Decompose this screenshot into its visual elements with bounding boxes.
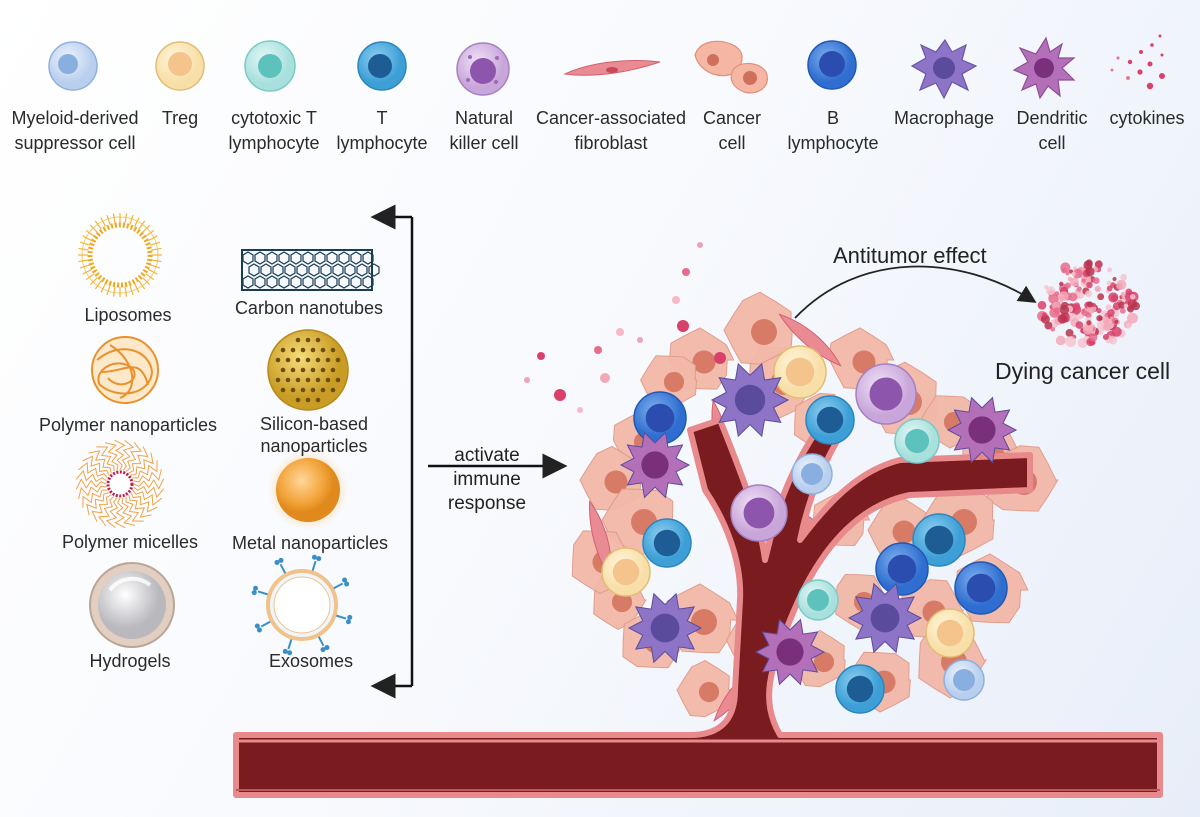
macrophage-nucleus [870, 603, 900, 633]
dying-cancer-cell-label: Dying cancer cell [995, 358, 1171, 384]
legend-label-treg: Treg [161, 108, 199, 128]
treg-nucleus [936, 619, 964, 647]
legend-label-nk: Natural killer cell [449, 108, 519, 153]
mdsc-nucleus [953, 669, 975, 691]
antitumor-arrow [794, 265, 1037, 319]
np-label-polymer-nanoparticles: Polymer nanoparticles [38, 415, 218, 435]
np-label-liposomes: Liposomes [84, 305, 172, 325]
polymer-nanoparticle-icon [91, 336, 159, 404]
legend-label-bcell: B lymphocyte [787, 108, 879, 153]
tumor-immune-cells [601, 345, 1018, 714]
np-label-hydrogels: Hydrogels [89, 651, 171, 671]
t-cell-nucleus [924, 525, 954, 555]
macrophage-nucleus [734, 384, 766, 416]
nanomaterial-bracket [370, 204, 414, 699]
t-cell-nucleus [816, 406, 844, 434]
released-cytokines [524, 242, 726, 413]
macrophage-nucleus [650, 613, 680, 643]
metal-nanoparticle-icon [268, 450, 348, 530]
dying-cancer-cell-icon [1037, 259, 1140, 348]
tcell-icon [357, 41, 407, 91]
cancer-cell-nucleus [698, 681, 720, 703]
legend-label-tcell: T lymphocyte [336, 108, 428, 153]
ctl-nucleus [807, 589, 829, 611]
b-cell-nucleus [887, 554, 917, 584]
fibroblast [778, 313, 842, 367]
cancer-cell-nucleus [813, 651, 835, 673]
legend-label-cytokines: cytokines [1109, 108, 1185, 128]
cancer-cell-nucleus [751, 319, 777, 345]
activate-immune-response-label: activate immune response [447, 445, 527, 514]
np-label-silicon-nanoparticles: Silicon-based nanoparticles [259, 414, 369, 456]
np-label-carbon-nanotubes: Carbon nanotubes [234, 298, 384, 318]
cytokines-icon [1110, 34, 1165, 90]
b-cell-nucleus [645, 403, 675, 433]
cancer-cell-nucleus [692, 350, 716, 374]
cancer-cell-nucleus [604, 470, 628, 494]
legend-label-mdsc: Myeloid-derived suppressor cell [11, 108, 139, 153]
polymer-micelle-icon [75, 439, 165, 529]
cancer-icon [694, 40, 768, 94]
cancer-cell-nucleus [892, 520, 916, 544]
t-cell-nucleus [653, 529, 681, 557]
cancer-cell-nucleus [611, 591, 633, 613]
macrophage-icon [910, 38, 978, 100]
dendritic-cell-nucleus [968, 416, 996, 444]
caf-icon [563, 60, 661, 76]
np-label-exosomes: Exosomes [268, 651, 354, 671]
ctl-nucleus [904, 428, 930, 454]
nk-cell-nucleus [869, 377, 903, 411]
treg-nucleus [612, 558, 640, 586]
silicon-nanoparticle-icon [267, 329, 349, 411]
b-cell-nucleus [966, 573, 996, 603]
dendritic-cell-nucleus [641, 451, 669, 479]
mdsc-icon [48, 41, 98, 91]
legend-icons [48, 34, 1165, 100]
nanomaterial-icons [75, 213, 380, 656]
bcell-icon [807, 40, 857, 90]
nk-icon [456, 42, 510, 96]
t-cell-nucleus [846, 675, 874, 703]
legend-label-dendritic: Dendritic cell [1016, 108, 1088, 153]
np-label-metal-nanoparticles: Metal nanoparticles [231, 533, 389, 553]
ctl-icon [244, 40, 296, 92]
legend-label-macrophage: Macrophage [893, 108, 995, 128]
hydrogel-icon [89, 562, 175, 648]
legend-label-ctl: cytotoxic T lymphocyte [228, 108, 320, 153]
legend-label-caf: Cancer-associated fibroblast [535, 108, 687, 153]
dendritic-cell-nucleus [776, 638, 804, 666]
treg-icon [155, 41, 205, 91]
exosome-icon [251, 554, 353, 656]
cancer-cell-nucleus [852, 350, 876, 374]
treg-nucleus [785, 357, 815, 387]
carbon-nanotube-icon [241, 249, 380, 291]
liposome-icon [78, 213, 162, 297]
legend-label-cancer: Cancer cell [702, 108, 762, 153]
dendritic-icon [1012, 36, 1076, 100]
antitumor-effect-label: Antitumor effect [833, 243, 987, 268]
cancer-cell-nucleus [663, 371, 685, 393]
mdsc-nucleus [801, 463, 823, 485]
nk-cell-nucleus [743, 497, 775, 529]
np-label-polymer-micelles: Polymer micelles [61, 532, 199, 552]
